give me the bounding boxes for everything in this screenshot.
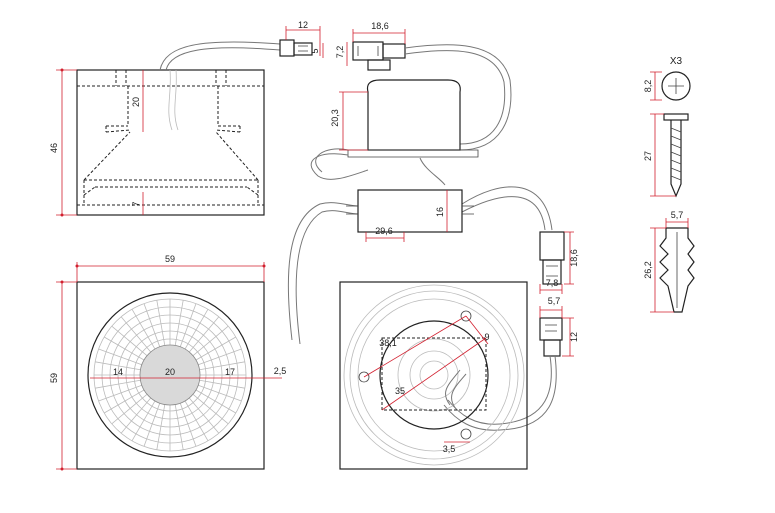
dim-driver2-width: 29,6 <box>375 226 393 236</box>
connector-female: 12 5 <box>279 20 324 58</box>
lens-spoke <box>198 348 242 366</box>
lens-spoke <box>156 404 166 450</box>
lens-spoke <box>199 361 245 371</box>
lens-spoke <box>174 404 184 450</box>
lens-spoke <box>199 379 245 389</box>
lens-spoke <box>192 393 229 425</box>
lens-spoke <box>103 389 145 414</box>
dim-back-offset: 9 <box>484 332 489 342</box>
dim-plug-height: 7,2 <box>335 46 345 59</box>
back-view: 38,1 9 35 3,5 <box>339 281 528 470</box>
cable <box>404 50 506 145</box>
dim-plug-anchor-length: 26,2 <box>643 261 653 279</box>
side-view: 46 20 7 <box>49 68 265 217</box>
lens-spoke <box>98 348 142 366</box>
lens-spoke <box>95 361 141 371</box>
lens-spoke <box>111 325 148 357</box>
dim-front-center: 20 <box>165 367 175 377</box>
lens-spoke <box>184 400 209 442</box>
lens-spoke <box>156 300 166 346</box>
dim-front-margin: 2,5 <box>274 366 287 376</box>
lens-spoke <box>131 400 156 442</box>
dim-back-inner: 35 <box>395 386 405 396</box>
dim-front-right: 17 <box>225 367 235 377</box>
lens-spoke <box>131 308 156 350</box>
lens-spoke <box>111 393 148 425</box>
cable <box>165 47 281 71</box>
cable <box>404 44 512 151</box>
dim-driver2-height: 16 <box>435 207 445 217</box>
lens-center <box>139 344 201 406</box>
dim-side-base-height: 7 <box>131 201 141 206</box>
dim-plug-width: 18,6 <box>371 21 389 31</box>
dim-connector-width: 12 <box>298 20 308 30</box>
lens-spoke <box>188 397 220 434</box>
lens-spoke <box>179 303 197 347</box>
lens-spoke <box>184 308 209 350</box>
dim-screw-length: 27 <box>643 151 653 161</box>
dim-connector2-height: 18,6 <box>569 249 579 267</box>
lens-spoke <box>143 303 161 347</box>
dim-connector2-width: 7,8 <box>546 278 559 288</box>
dim-side-total-height: 46 <box>49 143 59 153</box>
driver-1: 20,3 <box>310 79 479 186</box>
dim-back-diagonal: 38,1 <box>379 338 397 348</box>
wall-plug: 5,7 26,2 <box>643 210 695 313</box>
lens-spoke <box>195 336 237 361</box>
lens-spoke <box>95 379 141 389</box>
connector-male: 18,6 7,2 <box>335 21 406 71</box>
dim-back-hole: 3,5 <box>443 444 456 454</box>
connector-vertical: 18,6 7,8 <box>539 231 579 294</box>
lens-spoke <box>98 384 142 402</box>
lens-spoke <box>188 316 220 353</box>
lens-spoke <box>198 384 242 402</box>
dim-plug-anchor-width: 5,7 <box>671 210 684 220</box>
dim-connector3-height: 12 <box>569 332 579 342</box>
lens-spoke <box>120 397 152 434</box>
lens-spoke <box>179 403 197 447</box>
dim-front-left: 14 <box>113 367 123 377</box>
lens-spoke <box>192 325 229 357</box>
lens-spoke <box>195 389 237 414</box>
front-view: 59 59 14 20 17 2,5 <box>49 254 286 471</box>
dim-screw-head: 8,2 <box>643 80 653 93</box>
dim-connector3-width: 5,7 <box>548 296 561 306</box>
lens-spokes <box>94 299 246 451</box>
dim-side-inner-height: 20 <box>131 97 141 107</box>
screw-quantity: X3 <box>670 56 683 67</box>
lens-spoke <box>103 336 145 361</box>
dim-front-height: 59 <box>49 373 59 383</box>
lens-spoke <box>143 403 161 447</box>
dim-driver-height: 20,3 <box>330 109 340 127</box>
lens-spoke <box>174 300 184 346</box>
lens-spoke <box>120 316 152 353</box>
screw: X3 8,2 27 <box>643 56 691 198</box>
dim-connector-height: 5 <box>310 48 320 53</box>
cable <box>159 41 281 71</box>
dim-front-width: 59 <box>165 254 175 264</box>
driver-2: 29,6 16 <box>287 186 553 345</box>
